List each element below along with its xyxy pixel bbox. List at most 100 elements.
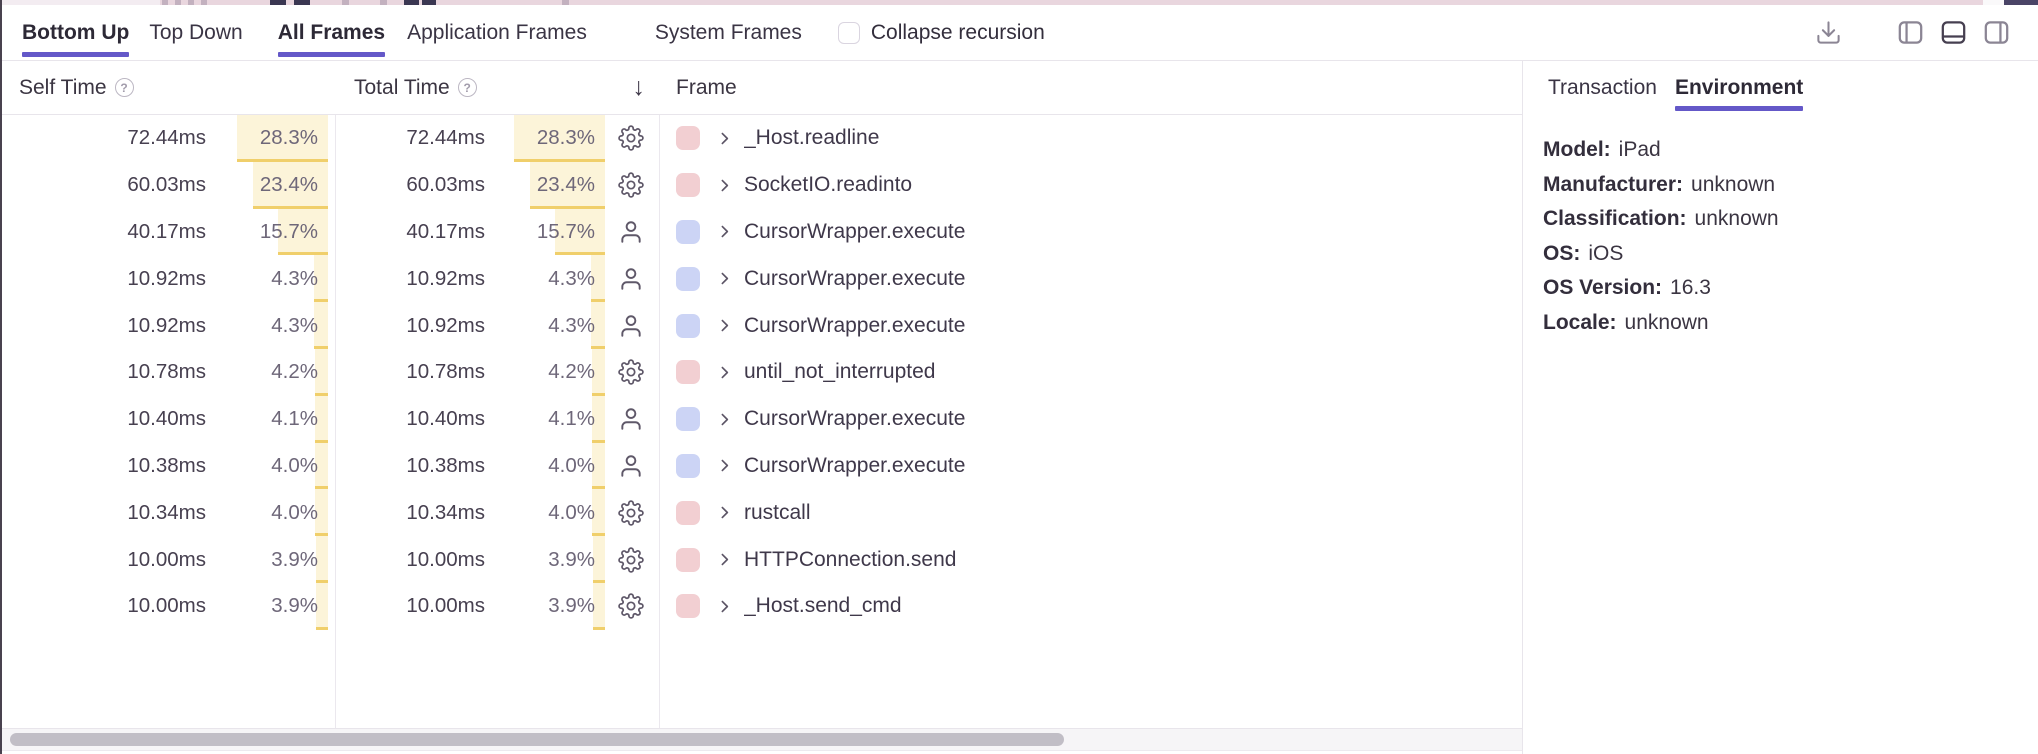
self-time-value: 10.00ms — [127, 594, 206, 618]
table-row[interactable]: 10.00ms 3.9% 10.00ms 3.9% — [2, 536, 1522, 583]
self-percent-value: 4.1% — [271, 407, 318, 431]
collapse-recursion-checkbox[interactable] — [837, 21, 860, 44]
chevron-right-icon[interactable] — [716, 504, 733, 521]
chevron-right-icon[interactable] — [716, 177, 733, 194]
frame-label: Frame — [676, 75, 737, 99]
total-time-value: 10.78ms — [406, 360, 485, 384]
total-time-cell: 72.44ms 28.3% — [335, 115, 659, 162]
self-time-value: 10.38ms — [127, 453, 206, 477]
frame-color-swatch — [676, 500, 700, 525]
flamechart-tick — [162, 0, 168, 5]
self-time-cell: 10.34ms 4.0% — [2, 489, 335, 537]
table-row[interactable]: 10.34ms 4.0% 10.34ms 4.0% — [2, 489, 1522, 537]
frame-name: CursorWrapper.execute — [744, 313, 966, 337]
flamechart-gap — [1983, 0, 2004, 5]
table-row[interactable]: 10.00ms 3.9% 10.00ms 3.9% — [2, 582, 1522, 630]
tab-bottom-up[interactable]: Bottom Up — [22, 5, 130, 60]
total-percent-box: 23.4% — [498, 161, 605, 209]
self-percent-value: 28.3% — [259, 126, 318, 150]
frames-table: Self Time ? Total Time ? ↓ Frame 72.44ms… — [2, 61, 1522, 754]
flamechart-mark — [422, 0, 436, 5]
table-row[interactable]: 60.03ms 23.4% 60.03ms 23.4% — [2, 161, 1522, 209]
self-percent-value: 4.2% — [271, 360, 318, 384]
tab-environment[interactable]: Environment — [1674, 61, 1804, 115]
help-icon[interactable]: ? — [457, 78, 477, 97]
percent-bar — [314, 348, 328, 396]
total-time-cell: 10.78ms 4.2% — [335, 348, 659, 396]
environment-property-value: unknown — [1624, 310, 1709, 334]
layout-left-icon[interactable] — [1896, 19, 1925, 46]
table-row[interactable]: 10.38ms 4.0% 10.38ms 4.0% — [2, 442, 1522, 490]
help-icon[interactable]: ? — [114, 78, 134, 97]
column-header-frame[interactable]: Frame — [659, 61, 1522, 114]
self-time-value: 72.44ms — [127, 126, 206, 150]
horizontal-scrollbar-track[interactable] — [2, 728, 1522, 750]
table-row[interactable]: 10.40ms 4.1% 10.40ms 4.1% — [2, 395, 1522, 443]
frame-name: CursorWrapper.execute — [744, 407, 966, 431]
environment-property-label: Locale: — [1543, 310, 1617, 334]
chevron-right-icon[interactable] — [716, 598, 733, 615]
person-icon — [618, 266, 644, 292]
collapse-recursion-label[interactable]: Collapse recursion — [870, 20, 1045, 44]
chevron-right-icon[interactable] — [716, 551, 733, 568]
self-time-value: 40.17ms — [127, 219, 206, 243]
gear-icon — [618, 172, 644, 198]
gear-icon — [618, 546, 644, 573]
chevron-right-icon[interactable] — [716, 317, 733, 334]
flamechart-mark — [404, 0, 419, 5]
flamechart-edge[interactable] — [2, 0, 2038, 5]
horizontal-scrollbar-thumb[interactable] — [10, 733, 1064, 746]
self-time-cell: 72.44ms 28.3% — [2, 115, 335, 162]
chevron-right-icon[interactable] — [716, 270, 733, 287]
chevron-right-icon[interactable] — [716, 223, 733, 240]
details-panel: Transaction Environment Model:iPad Manuf… — [1522, 61, 2038, 754]
total-percent-value: 4.0% — [548, 500, 595, 524]
self-time-cell: 60.03ms 23.4% — [2, 161, 335, 209]
total-percent-box: 3.9% — [498, 582, 605, 630]
percent-bar — [530, 161, 605, 209]
table-row[interactable]: 72.44ms 28.3% 72.44ms 28.3% — [2, 115, 1522, 162]
table-row[interactable]: 40.17ms 15.7% 40.17ms 15.7% — [2, 208, 1522, 256]
frame-cell: HTTPConnection.send — [659, 536, 1522, 583]
tab-system-frames[interactable]: System Frames — [654, 20, 802, 44]
column-header-total-time[interactable]: Total Time ? ↓ — [335, 61, 659, 114]
total-time-value: 10.40ms — [406, 407, 485, 431]
table-header: Self Time ? Total Time ? ↓ Frame — [2, 61, 1522, 115]
self-time-cell: 10.92ms 4.3% — [2, 255, 335, 303]
flamechart-mark — [270, 0, 286, 5]
total-percent-box: 4.0% — [498, 489, 605, 537]
frame-name: CursorWrapper.execute — [744, 219, 966, 243]
tab-transaction[interactable]: Transaction — [1548, 76, 1657, 99]
table-row[interactable]: 10.92ms 4.3% 10.92ms 4.3% — [2, 302, 1522, 349]
frame-name: rustcall — [744, 500, 811, 524]
percent-bar — [591, 395, 605, 443]
gear-icon — [618, 593, 644, 620]
total-percent-value: 3.9% — [548, 594, 595, 618]
frame-color-swatch — [676, 219, 700, 244]
tab-application-frames[interactable]: Application Frames — [407, 20, 587, 44]
column-header-self-time[interactable]: Self Time ? — [2, 61, 335, 114]
layout-right-icon[interactable] — [1982, 19, 2011, 46]
tab-all-frames[interactable]: All Frames — [277, 5, 386, 60]
total-percent-value: 4.2% — [548, 360, 595, 384]
layout-bottom-icon[interactable] — [1939, 19, 1968, 46]
tab-top-down[interactable]: Top Down — [149, 20, 243, 44]
chevron-right-icon[interactable] — [716, 130, 733, 147]
table-row[interactable]: 10.92ms 4.3% 10.92ms 4.3% — [2, 255, 1522, 303]
frame-cell: _Host.readline — [659, 115, 1522, 162]
self-time-cell: 40.17ms 15.7% — [2, 208, 335, 256]
total-percent-value: 15.7% — [536, 219, 595, 243]
chevron-right-icon[interactable] — [716, 457, 733, 474]
total-time-cell: 10.34ms 4.0% — [335, 489, 659, 537]
sort-descending-icon[interactable]: ↓ — [632, 73, 646, 101]
total-time-label: Total Time — [354, 75, 450, 99]
flamechart-tick — [562, 0, 569, 5]
chevron-right-icon[interactable] — [716, 411, 733, 428]
total-percent-box: 15.7% — [498, 208, 605, 256]
download-icon[interactable] — [1815, 19, 1842, 46]
chevron-right-icon[interactable] — [716, 364, 733, 381]
total-time-cell: 60.03ms 23.4% — [335, 161, 659, 209]
frame-color-swatch — [676, 173, 700, 198]
table-row[interactable]: 10.78ms 4.2% 10.78ms 4.2% — [2, 348, 1522, 396]
total-percent-value: 4.3% — [548, 266, 595, 290]
